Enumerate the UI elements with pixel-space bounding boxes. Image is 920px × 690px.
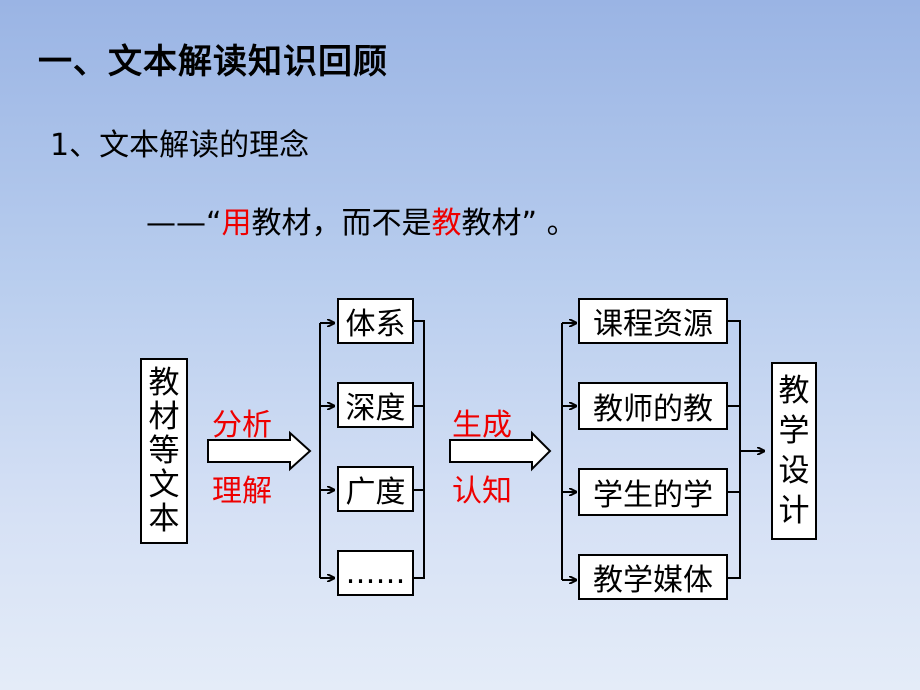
item-teacher-teaching: 教师的教 (578, 382, 728, 430)
right-bracket-right (728, 320, 741, 579)
quote-middle: 教材，而不是 (251, 206, 432, 241)
source-text-box: 教 材 等 文 本 (140, 358, 188, 544)
item-depth: 深度 (337, 382, 414, 428)
block-arrow-analyze (207, 430, 312, 472)
item-teaching-media: 教学媒体 (578, 554, 728, 600)
item-student-learning: 学生的学 (578, 468, 728, 516)
middle-bracket-right (414, 320, 425, 579)
label-analyze: 分析 (212, 408, 272, 443)
section-subtitle: 1、文本解读的理念 (50, 128, 310, 163)
label-understand: 理解 (212, 474, 272, 509)
block-arrow-generate (449, 430, 552, 472)
quote-prefix: ——“ (146, 206, 222, 241)
quote-emphasis-use: 用 (221, 206, 252, 241)
item-system: 体系 (337, 298, 414, 344)
label-generate: 生成 (452, 408, 512, 443)
quote-line: ——“用教材，而不是教教材” 。 (146, 198, 577, 242)
quote-suffix: 教材” 。 (461, 206, 577, 241)
quote-emphasis-teach: 教 (431, 206, 462, 241)
item-breadth: 广度 (337, 466, 414, 512)
page-title: 一、文本解读知识回顾 (38, 42, 388, 82)
label-cognition: 认知 (452, 474, 512, 509)
item-curriculum-resources: 课程资源 (578, 298, 728, 344)
item-etc: …… (337, 550, 414, 596)
teaching-design-box: 教 学 设 计 (771, 362, 817, 540)
